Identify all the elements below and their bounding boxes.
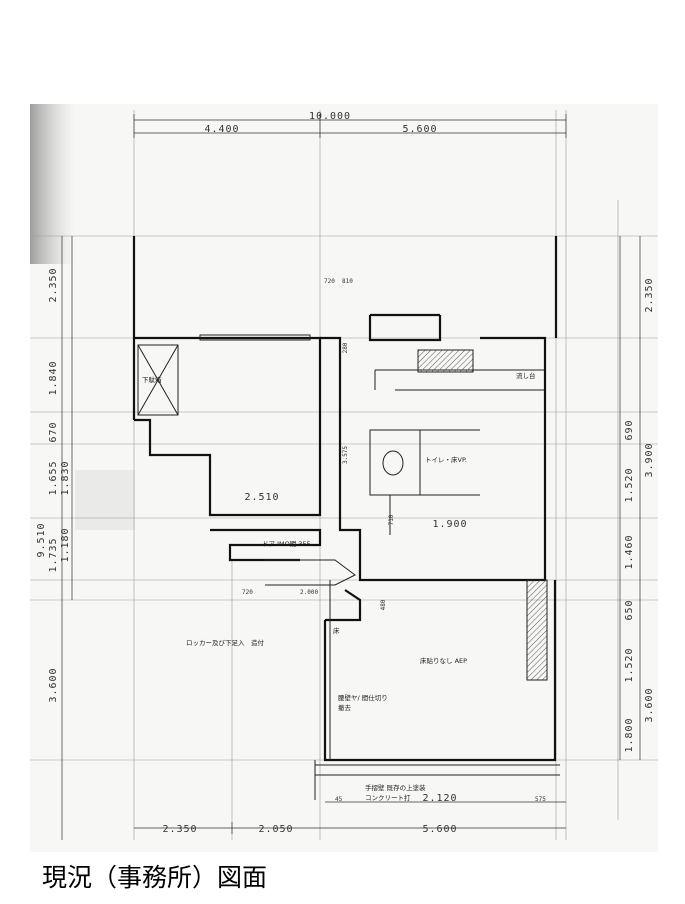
dim-inner-2510: 2.510 [244, 492, 279, 503]
dimension-lines [61, 114, 641, 840]
dim-inner-480: 480 [380, 599, 387, 610]
dim-right-6: 1.520 [624, 647, 635, 682]
paper-smudge [75, 470, 135, 530]
dim-inner-720: 720 [242, 589, 253, 596]
dim-inner-3575: 3.575 [342, 446, 349, 464]
dim-left-8: 3.600 [48, 667, 59, 702]
dim-left-2: 1.840 [48, 360, 59, 395]
dim-left-5: 1.830 [60, 460, 71, 495]
label-toilet: トイレ・床VP. [425, 455, 467, 464]
dim-bottom-2: 2.050 [258, 824, 293, 835]
label-small-note: 床 [333, 626, 340, 635]
label-kitchen-note: 流し台 [516, 371, 536, 380]
label-room-small: 下駄箱 [142, 375, 162, 384]
dim-bottom-575: 575 [535, 796, 546, 803]
room-notes: 下駄箱 ロッカー及び下足入 造付 トイレ・床VP. 床貼りなし AEP 腰壁ヤ/… [142, 371, 536, 802]
kitchen-hatch [417, 349, 474, 373]
dim-left-3: 670 [48, 421, 59, 442]
dim-bottom-3: 5.600 [422, 824, 457, 835]
dim-left-4: 1.655 [48, 460, 59, 495]
dim-inner-280: 280 [342, 342, 349, 353]
dim-small-top-a: 720 [324, 278, 335, 285]
column-hatch [526, 579, 548, 681]
label-bottom-note-2: コンクリート打 [365, 793, 411, 802]
dim-bottom-45: 45 [335, 796, 343, 803]
label-wall-note-2: 撤去 [338, 703, 352, 712]
dim-left-1: 2.350 [48, 267, 59, 302]
dim-left-6: 1.735 [48, 537, 59, 572]
dim-right-4: 1.460 [624, 534, 635, 569]
walls [132, 236, 558, 762]
label-bottom-note-1: 手摺壁 既存の上塗装 [365, 783, 426, 792]
label-wall-note-1: 腰壁ヤ/ 間仕切り [338, 693, 388, 702]
dim-right-total-a: 3.900 [644, 442, 655, 477]
dim-top-left: 4.400 [204, 124, 239, 135]
dim-top-right: 5.600 [402, 124, 437, 135]
dim-right-total-b: 3.600 [644, 687, 655, 722]
dim-right-2: 690 [624, 419, 635, 440]
dim-right-1: 2.350 [644, 277, 655, 312]
dim-right-5: 650 [624, 599, 635, 620]
label-locker: ロッカー及び下足入 造付 [186, 638, 265, 647]
dim-top-total: 10.000 [309, 111, 351, 122]
dim-bottom-1: 2.350 [162, 824, 197, 835]
dim-left-7: 1.180 [60, 527, 71, 562]
dim-left-total: 9.510 [36, 522, 47, 557]
label-opening-note: ドア IMO間 355 [262, 540, 311, 548]
paper-shadow [30, 104, 75, 264]
drawing-caption: 現況（事務所）図面 [42, 863, 268, 892]
dim-inner-710: 710 [388, 514, 395, 525]
dim-right-3: 1.520 [624, 467, 635, 502]
label-main-room: 床貼りなし AEP [420, 656, 467, 665]
dim-bottom-small: 2.120 [422, 793, 457, 804]
dimension-labels: 10.000 4.400 5.600 720 810 2.350 1.840 6… [36, 111, 655, 835]
dim-small-top-b: 810 [342, 278, 353, 285]
dim-right-7: 1.800 [624, 717, 635, 752]
dim-inner-2000: 2.000 [300, 589, 318, 596]
dim-inner-1900: 1.900 [432, 519, 467, 530]
